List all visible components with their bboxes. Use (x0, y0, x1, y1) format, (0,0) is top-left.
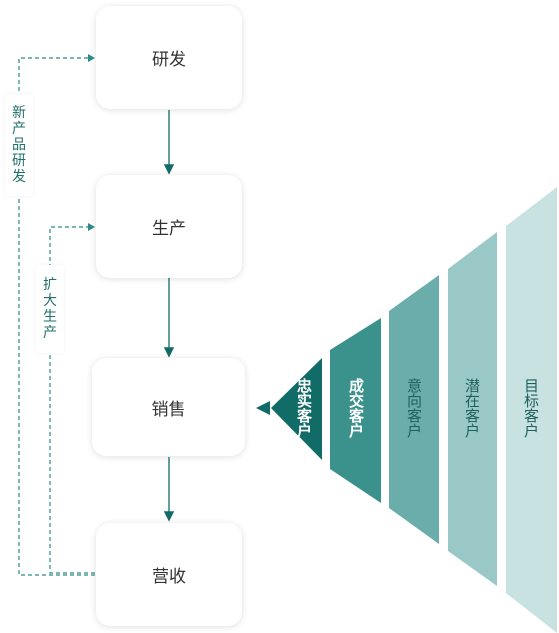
production-box: 生产 (96, 175, 242, 278)
sales-box: 销售 (92, 358, 245, 456)
funnel-label-loyal: 忠实客户 (295, 377, 313, 439)
new-product-rd-char: 发 (12, 169, 26, 185)
funnel-segment-potential (448, 232, 497, 586)
expand-production-char: 扩 (43, 277, 57, 293)
rd-label: 研发 (152, 50, 186, 70)
loop-expand-production (49, 226, 95, 574)
expand-production-char: 生 (43, 309, 57, 325)
funnel-segment-deal (330, 318, 381, 503)
expand-production-label: 扩大生产 (36, 265, 64, 353)
funnel-label-intent: 意向客户 (405, 377, 423, 438)
new-product-rd-char: 品 (12, 137, 26, 153)
new-product-rd-label: 新产品研发 (5, 94, 33, 196)
new-product-rd-char: 新 (12, 105, 26, 121)
funnel-segment-intent (389, 275, 439, 544)
funnel-label-potential: 潜在客户 (463, 378, 481, 438)
funnel-segment-loyal (271, 358, 322, 460)
revenue-box: 营收 (96, 523, 242, 626)
expand-production-char: 大 (43, 293, 57, 309)
revenue-label: 营收 (152, 567, 186, 587)
funnel-segment-target (506, 187, 557, 633)
new-product-rd-char: 研 (12, 153, 26, 169)
funnel-label-deal: 成交客户 (347, 377, 365, 439)
rd-box: 研发 (96, 6, 242, 109)
loop-new-product-rd (18, 57, 95, 576)
new-product-rd-char: 产 (12, 121, 26, 137)
sales-label: 销售 (151, 399, 186, 420)
funnel-label-target: 目标客户 (522, 378, 540, 438)
expand-production-char: 产 (43, 325, 57, 341)
production-label: 生产 (152, 219, 186, 239)
funnel-pointer (256, 401, 270, 415)
